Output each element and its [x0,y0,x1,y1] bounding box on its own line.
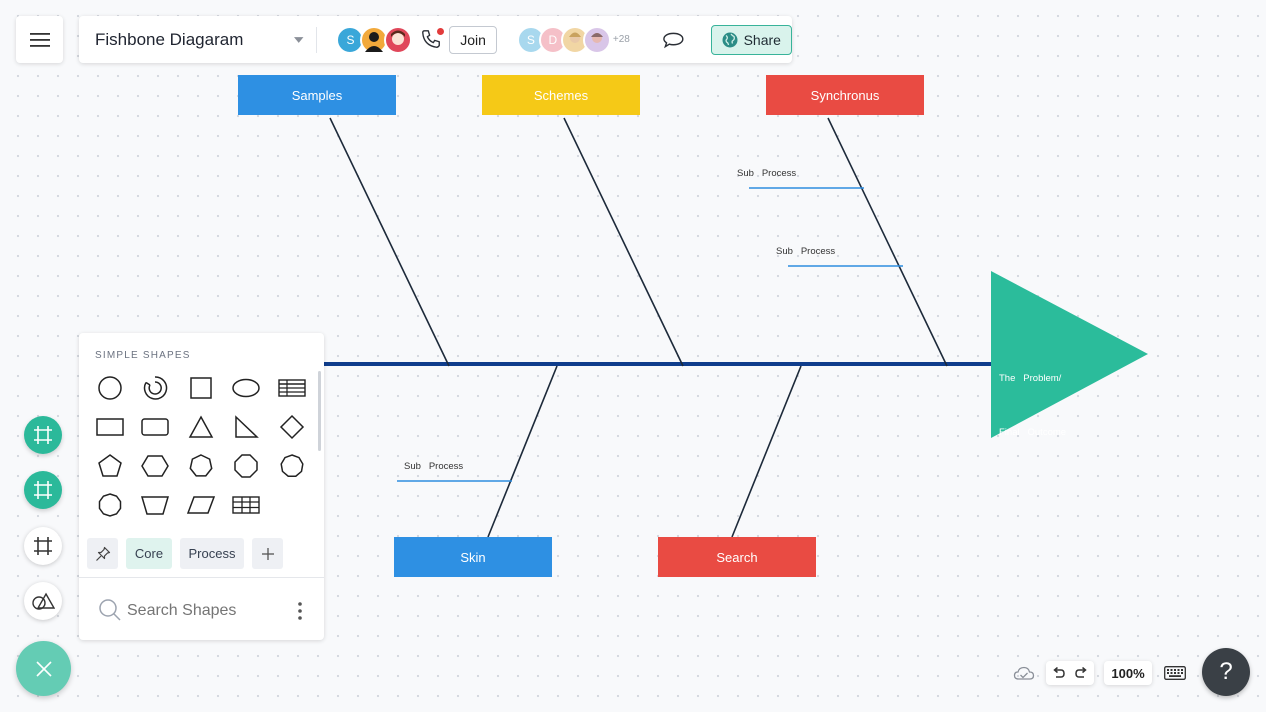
sub-process-label[interactable]: Sub Process [404,461,463,472]
shapes-section-heading: SIMPLE SHAPES [95,350,191,361]
shapes-library-panel: SIMPLE SHAPES [79,333,324,640]
user-photo-icon [386,28,410,52]
circle-shape[interactable] [95,375,125,401]
collaborator-avatars: S [336,26,412,54]
decagon-shape[interactable] [95,492,125,518]
category-label: Search [716,550,757,565]
bone-samples[interactable] [330,118,449,366]
undo-icon[interactable] [1051,667,1065,679]
tab-label: Process [189,546,236,561]
tab-label: Core [135,546,163,561]
user-photo-icon [362,28,386,52]
frame-icon [33,425,53,445]
category-box-synchronus[interactable]: Synchronus [766,75,924,115]
call-button[interactable] [420,28,443,52]
bone-schemes[interactable] [564,118,683,366]
shapes-icon [31,591,55,611]
share-button[interactable]: Share [711,25,792,55]
comment-bubble-icon[interactable] [662,31,685,49]
plus-icon [261,547,275,561]
tab-process[interactable]: Process [180,538,244,569]
table-shape[interactable] [277,375,307,401]
sub-process-label[interactable]: Sub Process [776,246,835,257]
frame-tool-button[interactable] [24,471,62,509]
keyboard-shortcuts-button[interactable] [1163,661,1187,685]
fish-head-label[interactable]: The Problem/ Final Outcome [999,334,1066,460]
close-panel-button[interactable] [16,641,71,696]
bone-skin[interactable] [488,366,557,537]
more-options-icon[interactable] [297,601,303,621]
tab-core[interactable]: Core [126,538,172,569]
help-button[interactable]: ? [1202,648,1250,696]
shapes-tool-button[interactable] [24,582,62,620]
hamburger-menu-icon [30,33,50,47]
bone-search[interactable] [732,366,801,537]
category-box-schemes[interactable]: Schemes [482,75,640,115]
heptagon-shape[interactable] [186,453,216,479]
pinned-libraries-tab[interactable] [87,538,118,569]
fish-head-line-1: The Problem/ [999,370,1066,388]
category-label: Samples [292,88,343,103]
avatar[interactable] [583,26,611,54]
viewer-avatars: S D +28 [517,26,630,54]
ellipse-shape[interactable] [231,375,261,401]
close-icon [35,660,53,678]
user-photo-icon [585,28,609,52]
pentagon-shape[interactable] [95,453,125,479]
category-label: Skin [460,550,485,565]
category-box-search[interactable]: Search [658,537,816,577]
avatar[interactable] [384,26,412,54]
parallelogram-shape[interactable] [186,492,216,518]
viewer-count[interactable]: +28 [613,34,630,45]
search-shapes-input[interactable] [125,597,289,625]
hexagon-shape[interactable] [140,453,170,479]
cloud-sync-status[interactable] [1012,661,1036,685]
grid-table-shape[interactable] [231,492,261,518]
category-label: Schemes [534,88,588,103]
frame-tool-button[interactable] [24,416,62,454]
category-box-skin[interactable]: Skin [394,537,552,577]
add-library-tab[interactable] [252,538,283,569]
nonagon-shape[interactable] [277,453,307,479]
zoom-level[interactable]: 100% [1104,661,1152,685]
caret-down-icon[interactable] [294,37,303,43]
octagon-shape[interactable] [231,453,261,479]
join-call-button[interactable]: Join [449,26,497,54]
document-title[interactable]: Fishbone Diagaram [95,30,286,50]
undo-redo-group [1046,661,1094,685]
pin-icon [95,546,111,562]
right-triangle-shape[interactable] [231,414,261,440]
rounded-rectangle-shape[interactable] [140,414,170,440]
frame-icon [33,480,53,500]
zoom-value: 100% [1111,666,1144,681]
frame-tool-button[interactable] [24,527,62,565]
shape-search-bar [79,577,324,641]
frame-icon [33,536,53,556]
panel-scrollbar[interactable] [318,371,321,451]
help-label: ? [1219,658,1232,686]
sub-process-label[interactable]: Sub Process [737,168,796,179]
share-label: Share [744,32,781,48]
ring-shape[interactable] [140,375,170,401]
rectangle-shape[interactable] [95,414,125,440]
keyboard-icon [1164,666,1186,680]
fish-head-line-2: Final Outcome [999,424,1066,442]
category-box-samples[interactable]: Samples [238,75,396,115]
category-label: Synchronus [811,88,880,103]
top-toolbar: Fishbone Diagaram S Join S D [79,16,792,63]
triangle-shape[interactable] [186,414,216,440]
toolbar-divider [316,27,317,53]
diamond-shape[interactable] [277,414,307,440]
cloud-sync-icon [1013,665,1035,681]
globe-icon [722,32,738,48]
square-shape[interactable] [186,375,216,401]
redo-icon[interactable] [1075,667,1089,679]
call-status-dot [437,28,444,35]
main-menu-button[interactable] [16,16,63,63]
bone-synchronus[interactable] [828,118,947,366]
trapezoid-shape[interactable] [140,492,170,518]
search-icon [98,598,122,622]
